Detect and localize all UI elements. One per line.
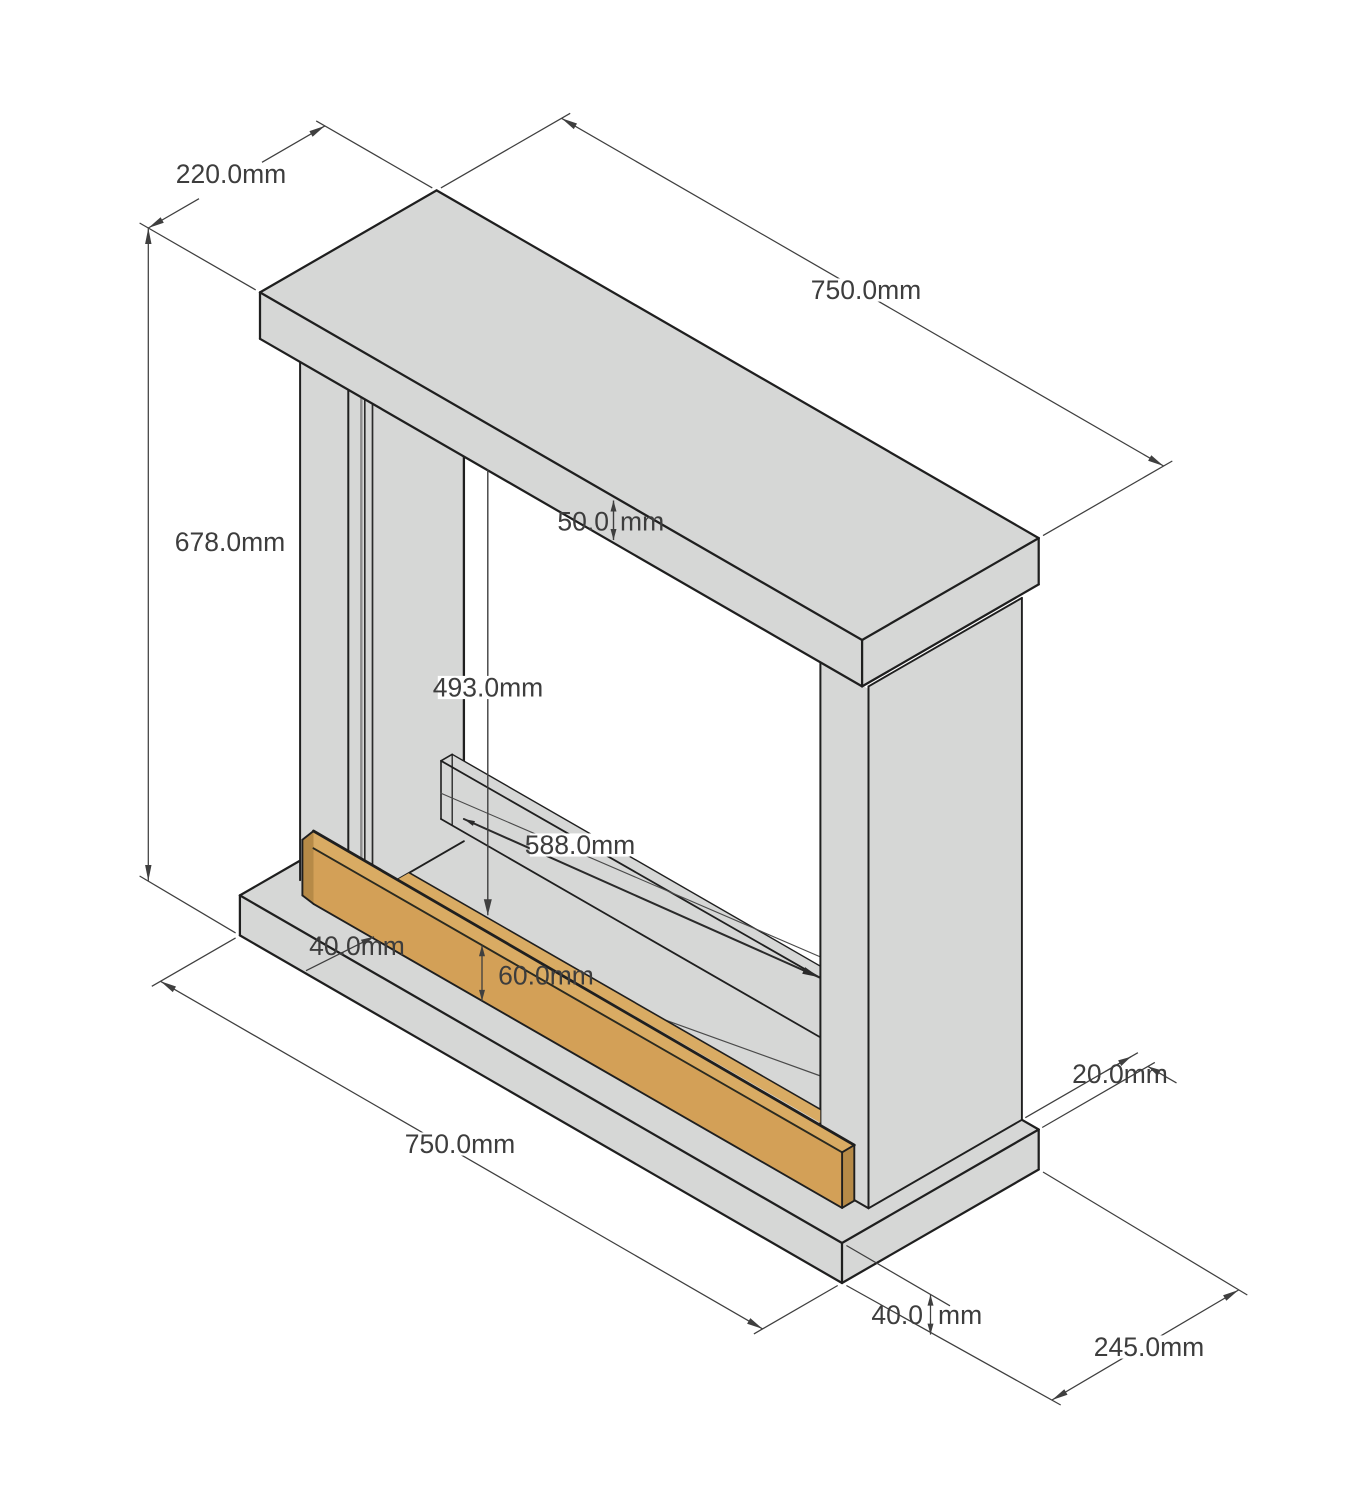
svg-text:588.0mm: 588.0mm bbox=[525, 830, 635, 860]
svg-text:20.0mm: 20.0mm bbox=[1072, 1059, 1168, 1089]
svg-text:40.0: 40.0 bbox=[871, 1300, 923, 1330]
svg-text:220.0mm: 220.0mm bbox=[176, 159, 286, 189]
svg-text:678.0mm: 678.0mm bbox=[175, 527, 285, 557]
svg-text:mm: mm bbox=[938, 1300, 982, 1330]
svg-text:60.0mm: 60.0mm bbox=[498, 961, 594, 991]
svg-text:40.0mm: 40.0mm bbox=[309, 931, 405, 961]
svg-text:750.0mm: 750.0mm bbox=[405, 1129, 515, 1159]
svg-text:750.0mm: 750.0mm bbox=[811, 275, 921, 305]
svg-text:245.0mm: 245.0mm bbox=[1094, 1332, 1204, 1362]
svg-text:493.0mm: 493.0mm bbox=[433, 673, 543, 703]
svg-text:mm: mm bbox=[620, 507, 664, 537]
svg-text:50.0: 50.0 bbox=[557, 507, 609, 537]
